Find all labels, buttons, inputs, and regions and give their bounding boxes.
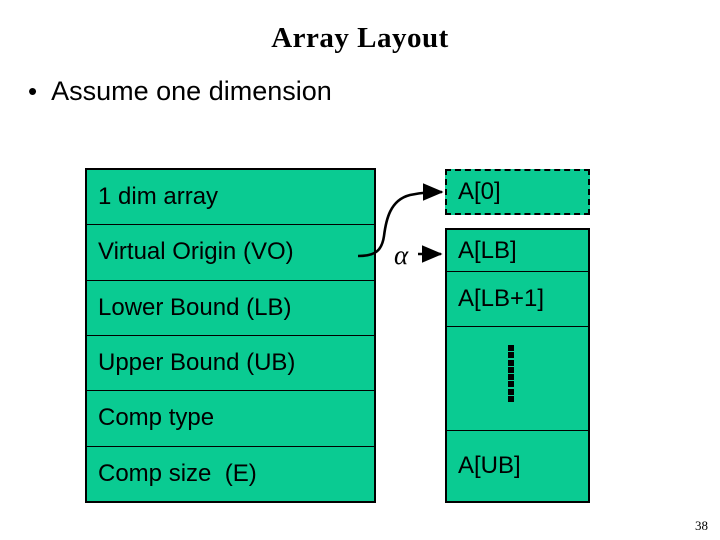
memory-cell-label: A[UB] [458, 452, 521, 479]
bullet-marker-icon: • [28, 76, 38, 106]
page-title: Array Layout [271, 22, 449, 54]
memory-cells-block: A[LB] A[LB+1] A[UB] [445, 228, 590, 503]
descriptor-cell-label: Lower Bound (LB) [98, 293, 292, 321]
array-descriptor-table: 1 dim array Virtual Origin (VO) Lower Bo… [85, 168, 376, 503]
table-row: 1 dim array [87, 170, 374, 226]
descriptor-cell-label: 1 dim array [98, 183, 219, 211]
table-row: Comp size (E) [87, 446, 374, 501]
table-row: Upper Bound (UB) [87, 335, 374, 392]
memory-cell-a0: A[0] [445, 169, 590, 215]
memory-cell-alb1: A[LB+1] [447, 272, 588, 327]
bullet-list-item: • Assume one dimension [28, 74, 332, 108]
alpha-symbol-label: α [394, 240, 409, 270]
vertical-ellipsis-icon [508, 345, 514, 402]
descriptor-cell-label: Comp size (E) [98, 459, 257, 487]
memory-cell-ellipsis [447, 327, 588, 431]
memory-cell-label: A[LB+1] [458, 285, 545, 312]
table-row: Virtual Origin (VO) [87, 225, 374, 281]
memory-cell-label: A[0] [458, 178, 501, 205]
memory-cell-aub: A[UB] [447, 431, 588, 501]
memory-cell-alb: A[LB] [447, 230, 588, 272]
descriptor-cell-label: Virtual Origin (VO) [98, 238, 294, 266]
descriptor-cell-label: Comp type [98, 404, 215, 432]
bullet-text: Assume one dimension [51, 76, 332, 106]
table-row: Comp type [87, 391, 374, 447]
table-row: Lower Bound (LB) [87, 280, 374, 336]
descriptor-cell-label: Upper Bound (UB) [98, 349, 296, 377]
memory-cell-label: A[LB] [458, 236, 517, 264]
page-number: 38 [695, 518, 708, 533]
